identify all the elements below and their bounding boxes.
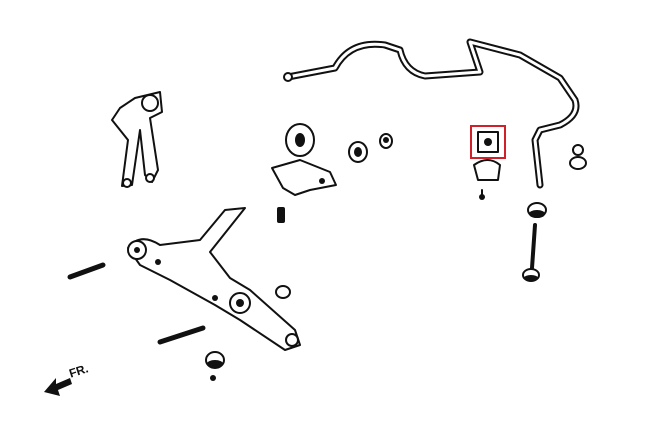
- upper-arm: [111, 91, 163, 188]
- stabilizer-bushing-highlighted: [470, 125, 506, 159]
- highlight-box: [470, 125, 506, 159]
- bolts: [67, 262, 206, 345]
- stabilizer-bar: [283, 38, 580, 189]
- bushing-bracket: [473, 159, 501, 200]
- end-link: [522, 144, 587, 282]
- compliance-bushing: [271, 123, 393, 299]
- ball-joint: [205, 351, 225, 381]
- front-direction-arrow-icon: [44, 378, 72, 396]
- lower-control-arm: [127, 207, 301, 351]
